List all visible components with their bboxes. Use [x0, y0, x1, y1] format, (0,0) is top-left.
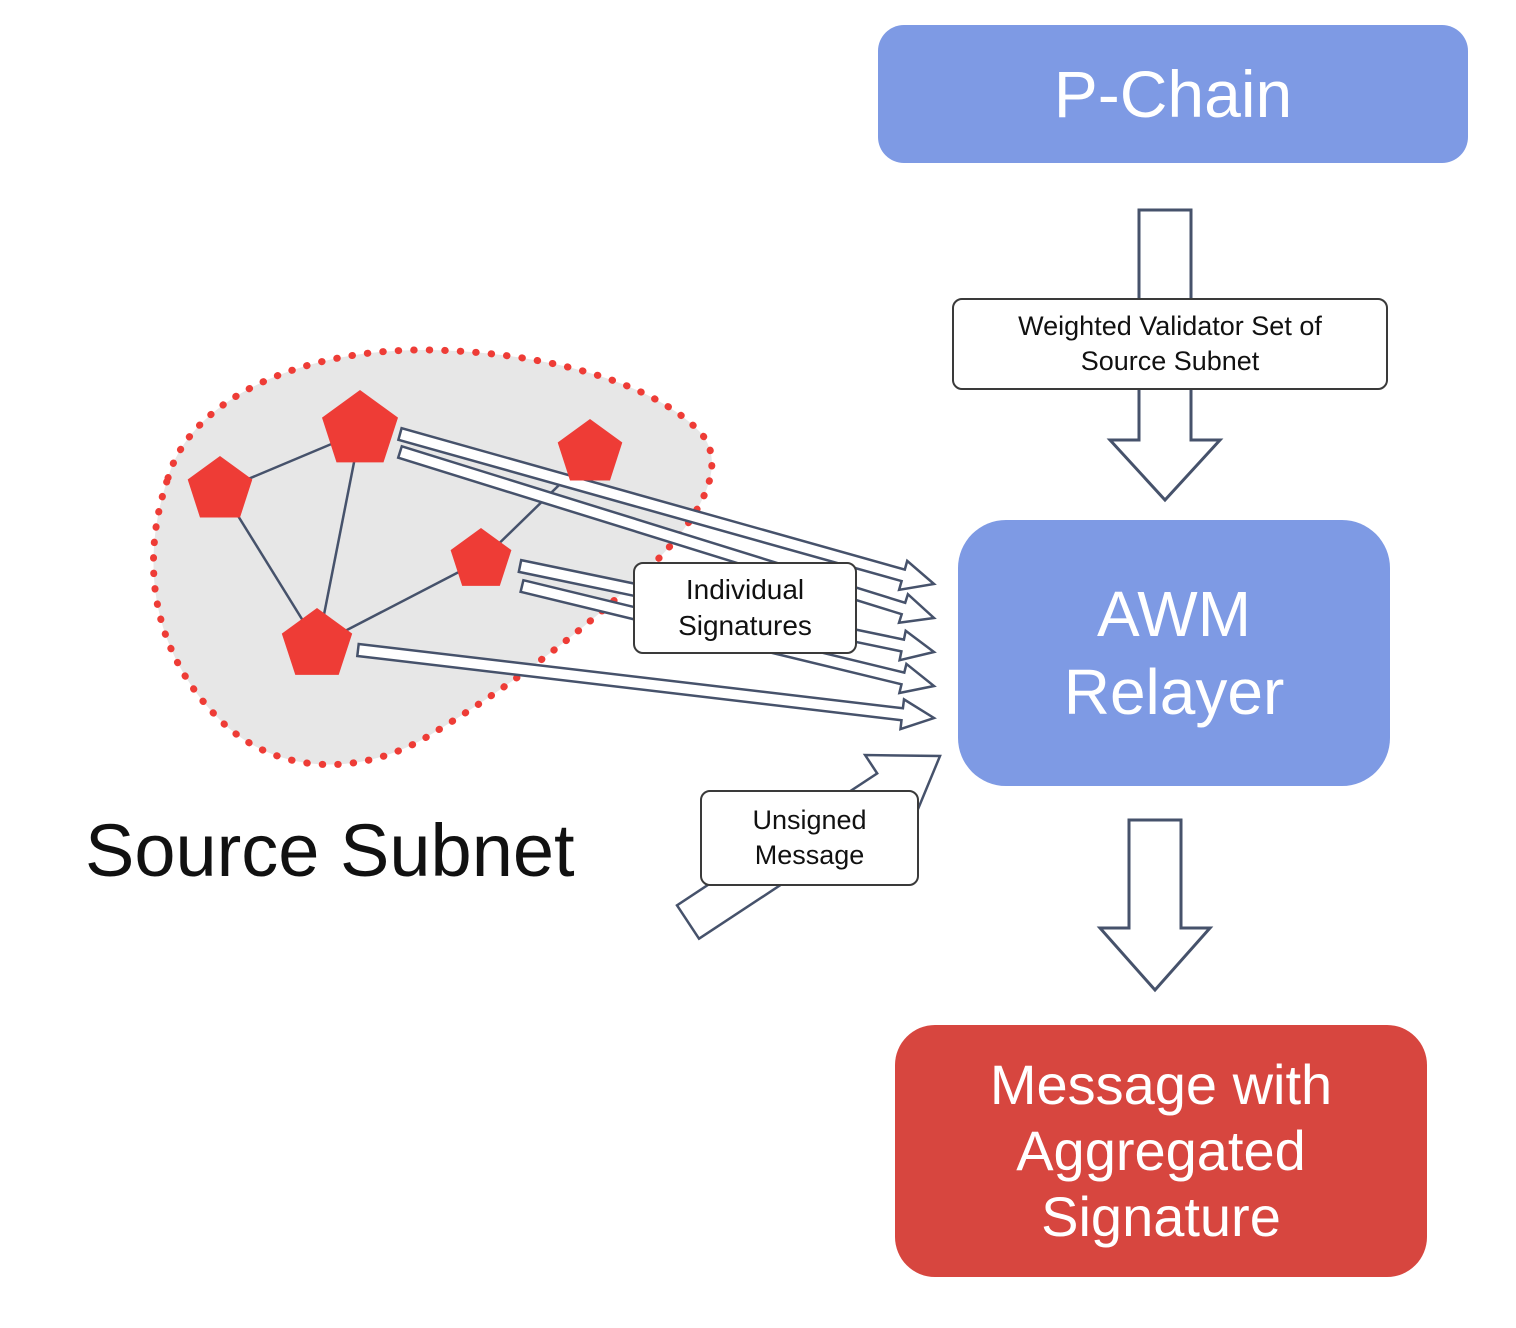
source-subnet-title: Source Subnet [85, 809, 575, 892]
awm-relayer-label: AWM Relayer [1063, 577, 1285, 728]
signature-arrow [355, 642, 937, 731]
p-chain-node: P-Chain [878, 25, 1468, 163]
validator-link-line [316, 431, 362, 646]
validator-node-icon [187, 456, 253, 518]
validator-node-icon [281, 608, 353, 675]
source-subnet-blob [150, 346, 716, 769]
unsigned-message-label: Unsigned Message [700, 790, 919, 886]
p-chain-label: P-Chain [1053, 57, 1293, 131]
signature-arrow [396, 426, 937, 592]
validator-node-icon [450, 528, 512, 586]
relayer-to-message-arrow [1096, 818, 1214, 993]
weighted-validator-set-label: Weighted Validator Set of Source Subnet [952, 298, 1388, 390]
validator-node-icon [322, 390, 398, 463]
awm-relayer-node: AWM Relayer [958, 520, 1390, 786]
aggregated-message-label: Message with Aggregated Signature [989, 1052, 1333, 1249]
individual-signatures-label: Individual Signatures [633, 562, 857, 654]
validator-node-icon [557, 419, 623, 481]
aggregated-message-node: Message with Aggregated Signature [895, 1025, 1427, 1277]
